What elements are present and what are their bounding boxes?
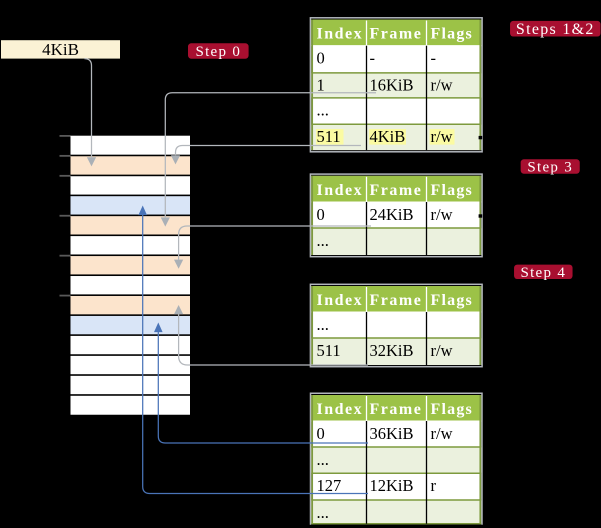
svg-text:4KiB: 4KiB xyxy=(370,127,406,146)
svg-text:Index: Index xyxy=(317,26,364,43)
svg-text:Flags: Flags xyxy=(431,401,473,418)
svg-text:...: ... xyxy=(317,450,329,469)
svg-text:r/w: r/w xyxy=(431,127,453,146)
svg-text:1: 1 xyxy=(317,76,325,95)
svg-text:0: 0 xyxy=(317,205,325,224)
svg-text:Frame: Frame xyxy=(370,182,423,199)
svg-text:...: ... xyxy=(317,231,329,250)
svg-text:Index: Index xyxy=(317,182,364,199)
svg-text:511: 511 xyxy=(317,127,341,146)
svg-text:127: 127 xyxy=(317,476,342,495)
svg-text:Flags: Flags xyxy=(431,182,473,199)
svg-text:-: - xyxy=(431,49,437,68)
svg-text:r/w: r/w xyxy=(431,424,453,443)
svg-text:Step 0: Step 0 xyxy=(195,44,241,60)
svg-text:Steps 1&2: Steps 1&2 xyxy=(516,21,595,38)
svg-text:511: 511 xyxy=(317,341,341,360)
svg-text:r/w: r/w xyxy=(431,76,453,95)
svg-text:...: ... xyxy=(317,315,329,334)
svg-text:0: 0 xyxy=(317,424,325,443)
svg-text:r: r xyxy=(431,476,437,495)
svg-text:...: ... xyxy=(317,503,329,522)
svg-text:36KiB: 36KiB xyxy=(370,424,414,443)
svg-text:r/w: r/w xyxy=(431,341,453,360)
svg-text:32KiB: 32KiB xyxy=(370,341,414,360)
svg-text:r/w: r/w xyxy=(431,205,453,224)
svg-text:24KiB: 24KiB xyxy=(370,205,414,224)
svg-text:...: ... xyxy=(317,101,329,120)
svg-text:Index: Index xyxy=(317,401,364,418)
svg-text:0: 0 xyxy=(317,49,325,68)
svg-text:Step 3: Step 3 xyxy=(527,160,573,176)
svg-text:4KiB: 4KiB xyxy=(42,40,79,59)
svg-text:Frame: Frame xyxy=(370,292,423,309)
svg-text:Frame: Frame xyxy=(370,26,423,43)
svg-text:Flags: Flags xyxy=(431,292,473,309)
svg-text:-: - xyxy=(370,49,376,68)
svg-text:16KiB: 16KiB xyxy=(370,76,414,95)
svg-text:Step 4: Step 4 xyxy=(520,265,566,281)
svg-text:Frame: Frame xyxy=(370,401,423,418)
svg-text:Flags: Flags xyxy=(431,26,473,43)
svg-text:12KiB: 12KiB xyxy=(370,476,414,495)
svg-text:Index: Index xyxy=(317,292,364,309)
